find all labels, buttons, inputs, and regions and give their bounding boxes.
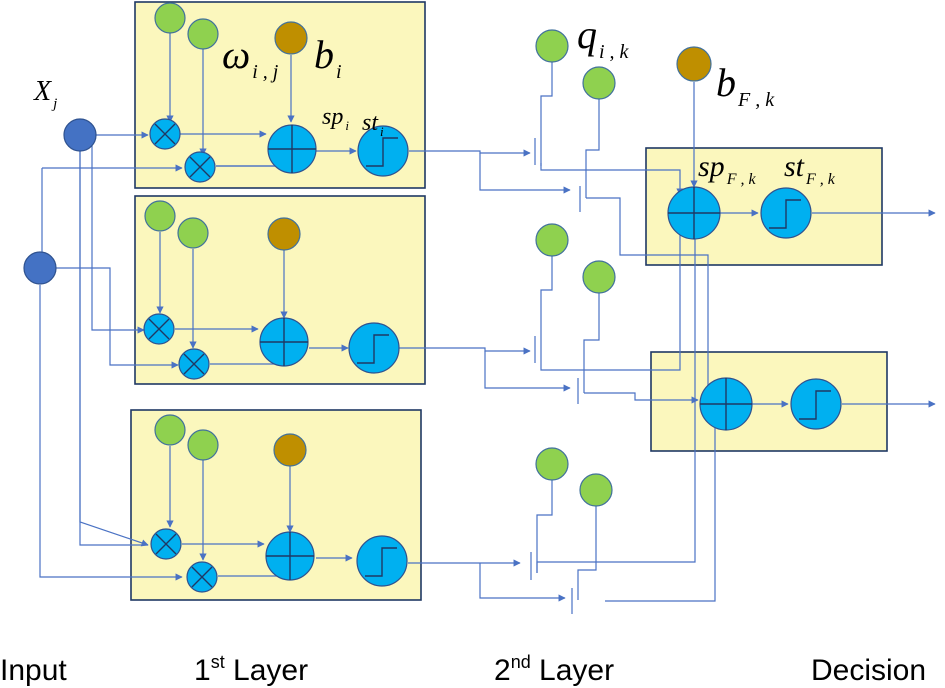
sum-icon <box>667 186 721 240</box>
weight-node <box>154 414 186 446</box>
multiply-icon <box>149 118 181 150</box>
multiply-icon <box>186 561 218 593</box>
multiply-icon <box>184 151 216 183</box>
decision-block-2 <box>650 351 888 452</box>
step-function-icon <box>348 322 400 374</box>
weight-node <box>582 260 616 294</box>
input-node-1 <box>63 118 97 152</box>
bias-node <box>676 46 712 82</box>
step-function-icon <box>790 378 842 430</box>
multiply-icon <box>143 313 175 345</box>
switch-icon <box>530 130 587 614</box>
bias-node <box>273 433 307 467</box>
weight-node <box>187 429 219 461</box>
weight-node <box>177 217 209 249</box>
input-node-2 <box>23 251 57 285</box>
weight-node <box>535 223 569 257</box>
bias-node <box>274 21 308 55</box>
footer-input: Input <box>0 654 67 687</box>
sum-icon <box>265 531 315 581</box>
footer-decision: Decision <box>811 654 926 687</box>
multiply-icon <box>150 528 182 560</box>
sum-icon <box>267 124 317 174</box>
multiply-icon <box>178 348 210 380</box>
weight-node <box>582 66 616 100</box>
step-function-icon <box>357 125 409 177</box>
bias-node <box>267 217 301 251</box>
weight-node <box>154 2 186 34</box>
weight-node <box>144 200 176 232</box>
weight-node <box>535 29 569 63</box>
footer-layer2: 2nd Layer <box>494 652 614 687</box>
sum-icon <box>699 377 753 431</box>
weight-node <box>187 18 219 50</box>
step-function-icon <box>356 535 408 587</box>
sum-icon <box>259 317 309 367</box>
wires <box>39 33 936 602</box>
weight-node <box>535 447 569 481</box>
footer-layer1: 1st Layer <box>194 652 308 687</box>
weight-node <box>579 473 613 507</box>
step-function-icon <box>760 187 812 239</box>
